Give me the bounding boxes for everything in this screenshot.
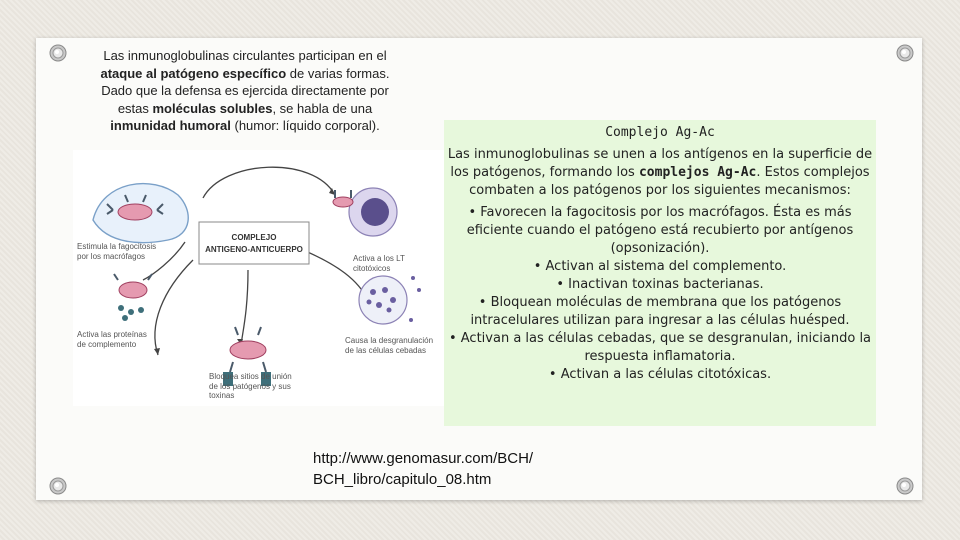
diagram-label-phagocytosis: Estimula la fagocitosis por los macrófag… [77, 242, 157, 261]
center-label-line1: COMPLEJO [232, 233, 277, 242]
mechanism-item: • Inactivan toxinas bacterianas. [556, 277, 764, 292]
pushpin-icon [896, 477, 914, 495]
mechanism-item: • Activan a las células cebadas, que se … [448, 331, 872, 364]
intro-emphasis: moléculas solubles [152, 100, 273, 116]
diagram-illustration: COMPLEJO ANTIGENO-ANTICUERPO [73, 150, 463, 406]
info-box-paragraph: Las inmunoglobulinas se unen a los antíg… [444, 146, 876, 200]
mechanism-item: • Favorecen la fagocitosis por los macró… [466, 205, 854, 256]
source-link-line1: http://www.genomasur.com/BCH/ [313, 450, 534, 467]
info-box: Complejo Ag-Ac Las inmunoglobulinas se u… [444, 120, 876, 426]
pushpin-icon [49, 477, 67, 495]
intro-part: (humor: líquido corporal). [230, 118, 380, 133]
intro-text: Las inmunoglobulinas circulantes partici… [92, 47, 398, 135]
intro-emphasis: ataque al patógeno específico [100, 65, 287, 81]
mechanism-item: • Activan a las células citotóxicas. [548, 367, 772, 382]
intro-part: Las inmunoglobulinas circulantes partici… [103, 48, 387, 63]
mechanism-item: • Bloquean moléculas de membrana que los… [470, 295, 850, 328]
center-label-line2: ANTIGENO-ANTICUERPO [205, 245, 303, 254]
pushpin-icon [896, 44, 914, 62]
info-box-text: Las inmunoglobulinas se unen a los antíg… [447, 147, 873, 180]
source-link[interactable]: http://www.genomasur.com/BCH/ BCH_libro/… [313, 448, 613, 490]
pushpin-icon [49, 44, 67, 62]
intro-emphasis: inmunidad humoral [110, 118, 231, 133]
diagram-label-mast-cells: Causa la desgranulación de las células c… [345, 336, 434, 355]
info-box-title: Complejo Ag-Ac [605, 125, 715, 140]
diagram-label-block: Bloquea sitios de unión de los patógenos… [209, 372, 292, 400]
mechanism-item: • Activan al sistema del complemento. [533, 259, 787, 274]
diagram-label-cytotoxic: Activa a los LT citotóxicos [353, 254, 405, 273]
antigen-antibody-diagram: COMPLEJO ANTIGENO-ANTICUERPO Estimula la… [73, 150, 463, 406]
diagram-label-complement: Activa las proteínas de complemento [77, 330, 147, 349]
info-box-text: . Estos complejos combaten a los patógen… [469, 165, 870, 198]
info-box-emphasis: complejos Ag-Ac [638, 165, 757, 180]
source-link-line2: BCH_libro/capitulo_08.htm [313, 471, 492, 488]
intro-part: de varias formas. Dado que la defensa es… [101, 65, 390, 116]
intro-part: , se habla de una [272, 100, 373, 116]
